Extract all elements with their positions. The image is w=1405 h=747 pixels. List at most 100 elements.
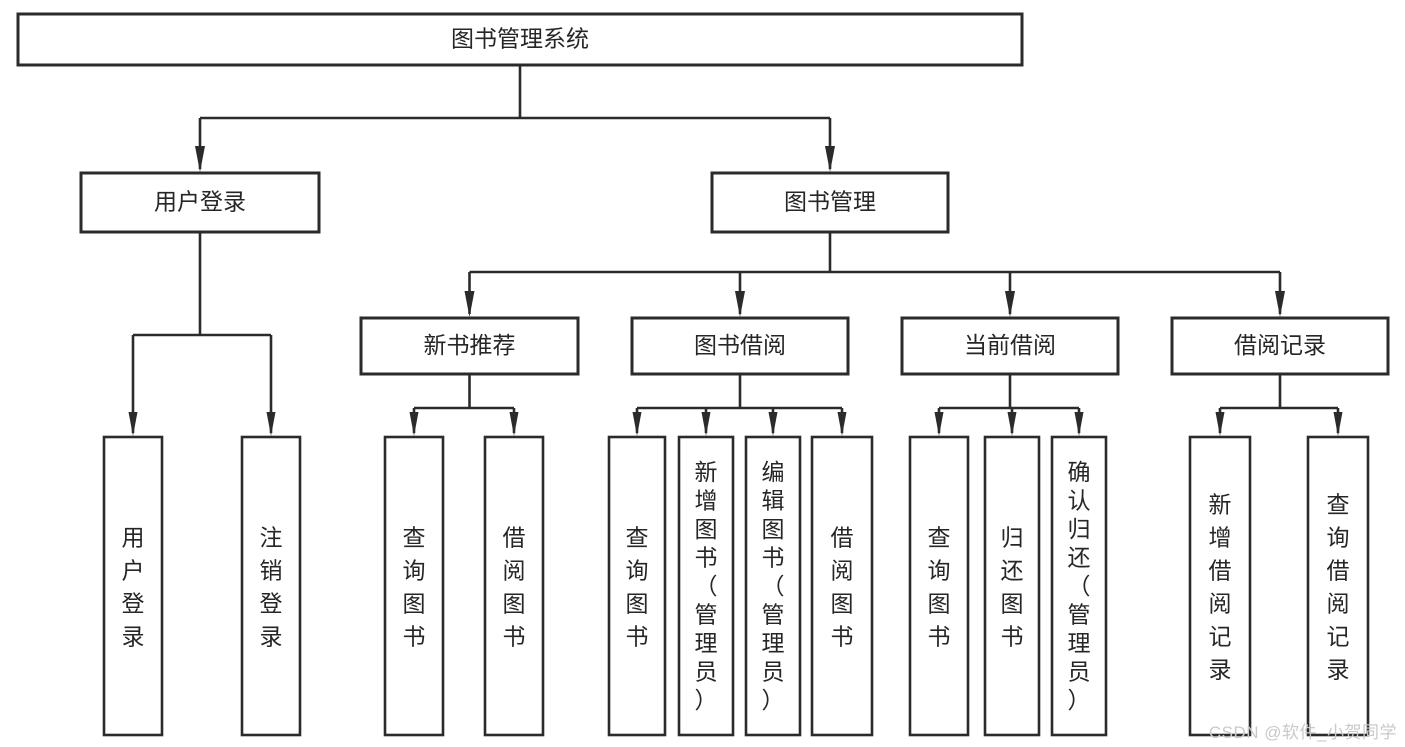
arrow-head bbox=[1333, 412, 1343, 436]
node-layer: 图书管理系统用户登录图书管理新书推荐图书借阅当前借阅借阅记录用户登录注销登录查询… bbox=[16, 12, 1390, 737]
node-label-char: 新 bbox=[695, 459, 718, 485]
node-label: 图书管理 bbox=[784, 189, 876, 215]
node-label-char: 书 bbox=[695, 544, 718, 570]
node-rect bbox=[607, 435, 667, 737]
node-level3-4[interactable]: 借阅记录 bbox=[1170, 316, 1390, 376]
node-level3-3[interactable]: 当前借阅 bbox=[900, 316, 1120, 376]
node-label-char: 书 bbox=[503, 624, 526, 650]
node-rect bbox=[900, 316, 1120, 376]
node-root[interactable]: 图书管理系统 bbox=[16, 12, 1024, 67]
node-rect bbox=[1306, 435, 1370, 737]
arrow-head bbox=[464, 291, 475, 317]
node-label-char: 增 bbox=[695, 487, 718, 513]
node-rect bbox=[359, 316, 580, 376]
node-label-char: ） bbox=[695, 687, 718, 713]
node-rect bbox=[102, 435, 164, 737]
node-label-char: 书 bbox=[928, 624, 951, 650]
node-label-char: 录 bbox=[1327, 657, 1350, 683]
node-label-char: 图 bbox=[403, 591, 426, 617]
node-label-char: 编 bbox=[762, 459, 785, 485]
node-rect bbox=[1170, 316, 1390, 376]
node-level3-1[interactable]: 新书推荐 bbox=[359, 316, 580, 376]
node-rect bbox=[79, 171, 321, 234]
node-rect bbox=[744, 435, 802, 737]
arrow-head bbox=[1007, 412, 1017, 436]
node-label-char: 员 bbox=[762, 658, 785, 684]
node-label-char: 录 bbox=[1209, 657, 1232, 683]
arrow-head bbox=[837, 412, 847, 436]
node-label-char: 询 bbox=[626, 558, 649, 584]
node-label-char: 查 bbox=[928, 525, 951, 551]
node-label-char: 询 bbox=[928, 558, 951, 584]
arrow-head bbox=[128, 412, 138, 436]
node-label-char: 录 bbox=[122, 624, 145, 650]
arrow-head bbox=[195, 146, 205, 172]
node-label-char: 记 bbox=[1327, 624, 1350, 650]
arrow-head bbox=[1275, 291, 1285, 317]
node-rect bbox=[240, 435, 302, 737]
node-leaf-1[interactable]: 用户登录 bbox=[102, 435, 164, 737]
node-rect bbox=[1050, 435, 1108, 737]
node-label-char: 查 bbox=[626, 525, 649, 551]
node-rect bbox=[710, 171, 950, 234]
node-label-char: 认 bbox=[1068, 487, 1091, 513]
node-rect bbox=[983, 435, 1041, 737]
node-label-char: 管 bbox=[1068, 601, 1091, 627]
node-label-char: 销 bbox=[260, 558, 283, 584]
node-label-char: 员 bbox=[695, 658, 718, 684]
arrow-head bbox=[1005, 291, 1015, 317]
node-label-char: （ bbox=[1068, 573, 1091, 599]
node-label-char: 记 bbox=[1209, 624, 1232, 650]
node-label-char: 查 bbox=[1327, 492, 1350, 518]
node-label-char: 查 bbox=[403, 525, 426, 551]
node-rect bbox=[1188, 435, 1252, 737]
node-label-char: （ bbox=[695, 573, 718, 599]
node-level2-1[interactable]: 用户登录 bbox=[79, 171, 321, 234]
node-rect bbox=[630, 316, 850, 376]
node-label-char: 还 bbox=[1068, 544, 1091, 570]
arrow-head bbox=[409, 412, 419, 436]
node-label-char: 询 bbox=[1327, 525, 1350, 551]
node-rect bbox=[908, 435, 970, 737]
arrow-head bbox=[735, 291, 745, 317]
node-label-char: 书 bbox=[831, 624, 854, 650]
arrow-head bbox=[934, 412, 944, 436]
arrow-head bbox=[701, 412, 711, 436]
node-label-char: 借 bbox=[503, 525, 526, 551]
node-level2-2[interactable]: 图书管理 bbox=[710, 171, 950, 234]
arrow-head bbox=[825, 146, 835, 172]
node-label-char: ） bbox=[762, 687, 785, 713]
node-label: 新书推荐 bbox=[424, 332, 516, 358]
node-level3-2[interactable]: 图书借阅 bbox=[630, 316, 850, 376]
node-label-char: 增 bbox=[1209, 525, 1232, 551]
watermark-text: CSDN @软件_小贺同学 bbox=[1208, 723, 1397, 742]
node-label-char: 书 bbox=[403, 624, 426, 650]
node-label-char: 图 bbox=[762, 516, 785, 542]
node-label-char: 图 bbox=[1001, 591, 1024, 617]
node-label-char: 图 bbox=[695, 516, 718, 542]
node-label-char: 阅 bbox=[831, 558, 854, 584]
arrow-head bbox=[509, 412, 519, 436]
node-label: 借阅记录 bbox=[1234, 332, 1326, 358]
node-label-char: 阅 bbox=[503, 558, 526, 584]
arrow-head bbox=[632, 412, 642, 436]
node-label-char: 录 bbox=[260, 624, 283, 650]
node-rect bbox=[810, 435, 874, 737]
node-label-char: 注 bbox=[260, 525, 283, 551]
node-label-char: 归 bbox=[1068, 516, 1091, 542]
node-label-char: 还 bbox=[1001, 558, 1024, 584]
node-label-char: 辑 bbox=[762, 487, 785, 513]
